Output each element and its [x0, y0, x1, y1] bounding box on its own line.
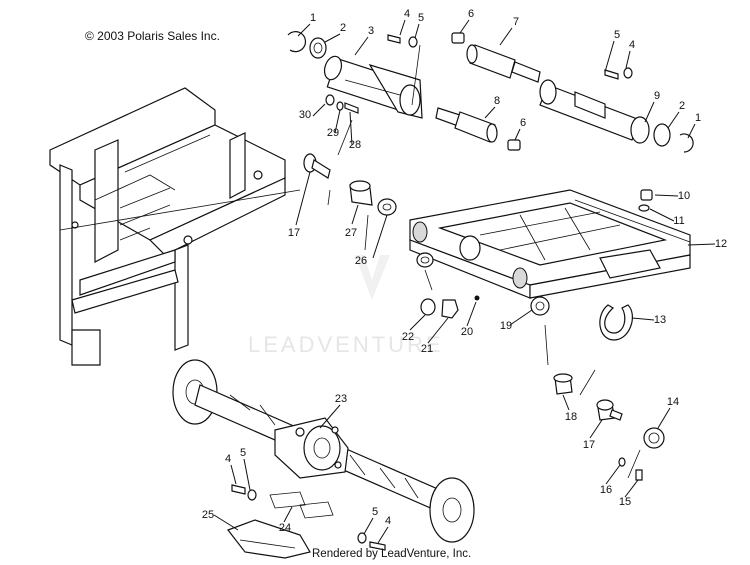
callout-11: 11: [673, 215, 684, 227]
callout-5c: 5: [240, 447, 246, 459]
callout-29: 29: [327, 127, 339, 139]
callout-10: 10: [678, 190, 690, 202]
callout-22: 22: [402, 331, 414, 343]
swing-arm-assembly: [409, 189, 691, 366]
callout-19: 19: [500, 320, 512, 332]
callout-26: 26: [355, 255, 367, 267]
callout-4c: 4: [225, 453, 231, 465]
callout-7: 7: [513, 16, 519, 28]
rendered-by-text: Rendered by LeadVenture, Inc.: [312, 548, 471, 560]
callout-13: 13: [654, 314, 666, 326]
callout-27: 27: [345, 227, 357, 239]
callout-14: 14: [667, 396, 679, 408]
callout-5d: 5: [372, 506, 378, 518]
callout-12: 12: [715, 238, 727, 250]
leader-lines: [213, 19, 716, 544]
callout-5b: 5: [614, 29, 620, 41]
callout-15: 15: [619, 496, 631, 508]
callout-25: 25: [202, 509, 214, 521]
callout-2: 2: [340, 22, 346, 34]
callout-6: 6: [468, 8, 474, 20]
callout-3: 3: [368, 25, 374, 37]
callout-23: 23: [335, 393, 347, 405]
pivot-stud-parts: [303, 153, 397, 251]
callout-9: 9: [654, 90, 660, 102]
callout-4d: 4: [385, 515, 391, 527]
rear-axle-assembly: [172, 359, 475, 559]
callout-4: 4: [404, 8, 410, 20]
watermark-logo: [355, 255, 390, 300]
copyright-text: © 2003 Polaris Sales Inc.: [85, 29, 220, 43]
frame-assembly: [49, 87, 301, 366]
callout-2b: 2: [679, 100, 685, 112]
callout-17b: 17: [583, 439, 595, 451]
callout-20: 20: [461, 326, 473, 338]
pivot-tube-assembly: [287, 31, 694, 156]
callout-5: 5: [418, 12, 424, 24]
callout-4b: 4: [629, 39, 635, 51]
lower-right-hardware: [553, 369, 665, 481]
watermark-text: LEADVENTURE: [248, 332, 444, 357]
callout-1b: 1: [695, 112, 701, 124]
callout-30: 30: [299, 109, 311, 121]
callout-labels: 1 2 3 4 5 6 7 5 4 8 9 2 1 30 29 28 6 10 …: [202, 8, 727, 534]
callout-16: 16: [600, 484, 612, 496]
callout-8: 8: [494, 95, 500, 107]
callout-21: 21: [421, 343, 433, 355]
callout-28: 28: [349, 139, 361, 151]
callout-1: 1: [310, 12, 316, 24]
callout-18: 18: [565, 411, 577, 423]
callout-24: 24: [279, 522, 291, 534]
callout-17: 17: [288, 227, 300, 239]
callout-6b: 6: [520, 117, 526, 129]
